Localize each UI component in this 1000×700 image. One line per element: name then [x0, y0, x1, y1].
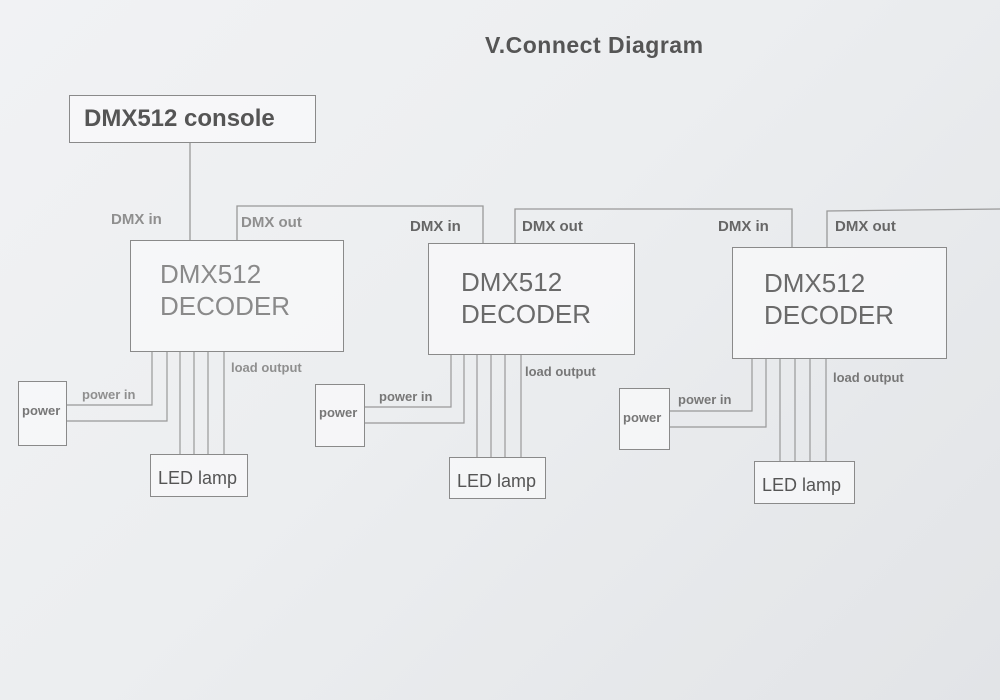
- power-box-2: power: [315, 384, 365, 447]
- decoder-2-power-in-label: power in: [379, 389, 433, 404]
- decoder-1-dmx-in-label: DMX in: [111, 211, 162, 228]
- led-lamp-box-2: LED lamp: [449, 457, 546, 499]
- power-box-3: power: [619, 388, 670, 450]
- decoder-1-line1: DMX512: [160, 259, 262, 289]
- decoder-1-dmx-out-label: DMX out: [241, 214, 302, 231]
- wire-power-2-b: [365, 355, 465, 424]
- power-box-1: power: [18, 381, 67, 446]
- led-lamp-box-1: LED lamp: [150, 454, 248, 497]
- dmx512-console-box: DMX512 console: [69, 95, 316, 143]
- power-3-label: power: [623, 410, 662, 425]
- led-lamp-2-label: LED lamp: [457, 471, 537, 491]
- decoder-2-dmx-in-label: DMX in: [410, 218, 461, 235]
- decoder-2-load-output-label: load output: [525, 364, 596, 379]
- diagram-title: V.Connect Diagram: [485, 32, 704, 58]
- power-1-label: power: [22, 403, 61, 418]
- led-lamp-1-label: LED lamp: [158, 468, 238, 488]
- led-lamp-box-3: LED lamp: [754, 461, 855, 504]
- decoder-3-line1: DMX512: [764, 268, 866, 298]
- decoder-1-load-output-label: load output: [231, 360, 302, 375]
- decoder-2-line1: DMX512: [461, 267, 563, 297]
- decoder-3-power-in-label: power in: [678, 392, 732, 407]
- decoder-3-dmx-in-label: DMX in: [718, 218, 769, 235]
- console-label: DMX512 console: [84, 105, 275, 132]
- decoder-3-line2: DECODER: [764, 300, 895, 330]
- wire-power-3-b: [670, 359, 767, 428]
- wire-decoder-2-to-decoder-3: [514, 208, 793, 247]
- wire-power-2-a: [365, 355, 452, 408]
- decoder-3-dmx-out-label: DMX out: [835, 218, 896, 235]
- decoder-box-2: DMX512 DECODER: [428, 243, 635, 355]
- decoder-3-load-output-label: load output: [833, 370, 904, 385]
- decoder-1-power-in-label: power in: [82, 387, 136, 402]
- decoder-box-3: DMX512 DECODER: [732, 247, 947, 359]
- wire-power-1-b: [67, 352, 168, 422]
- decoder-2-line2: DECODER: [461, 299, 592, 329]
- decoder-box-1: DMX512 DECODER: [130, 240, 344, 352]
- wire-decoder-3-out: [826, 208, 1000, 247]
- power-2-label: power: [319, 405, 358, 420]
- wire-power-3-a: [670, 359, 753, 412]
- wire-power-1-a: [67, 352, 153, 406]
- wire-decoder-1-to-decoder-2: [236, 205, 484, 243]
- decoder-1-line2: DECODER: [160, 291, 291, 321]
- decoder-2-dmx-out-label: DMX out: [522, 218, 583, 235]
- led-lamp-3-label: LED lamp: [762, 475, 842, 495]
